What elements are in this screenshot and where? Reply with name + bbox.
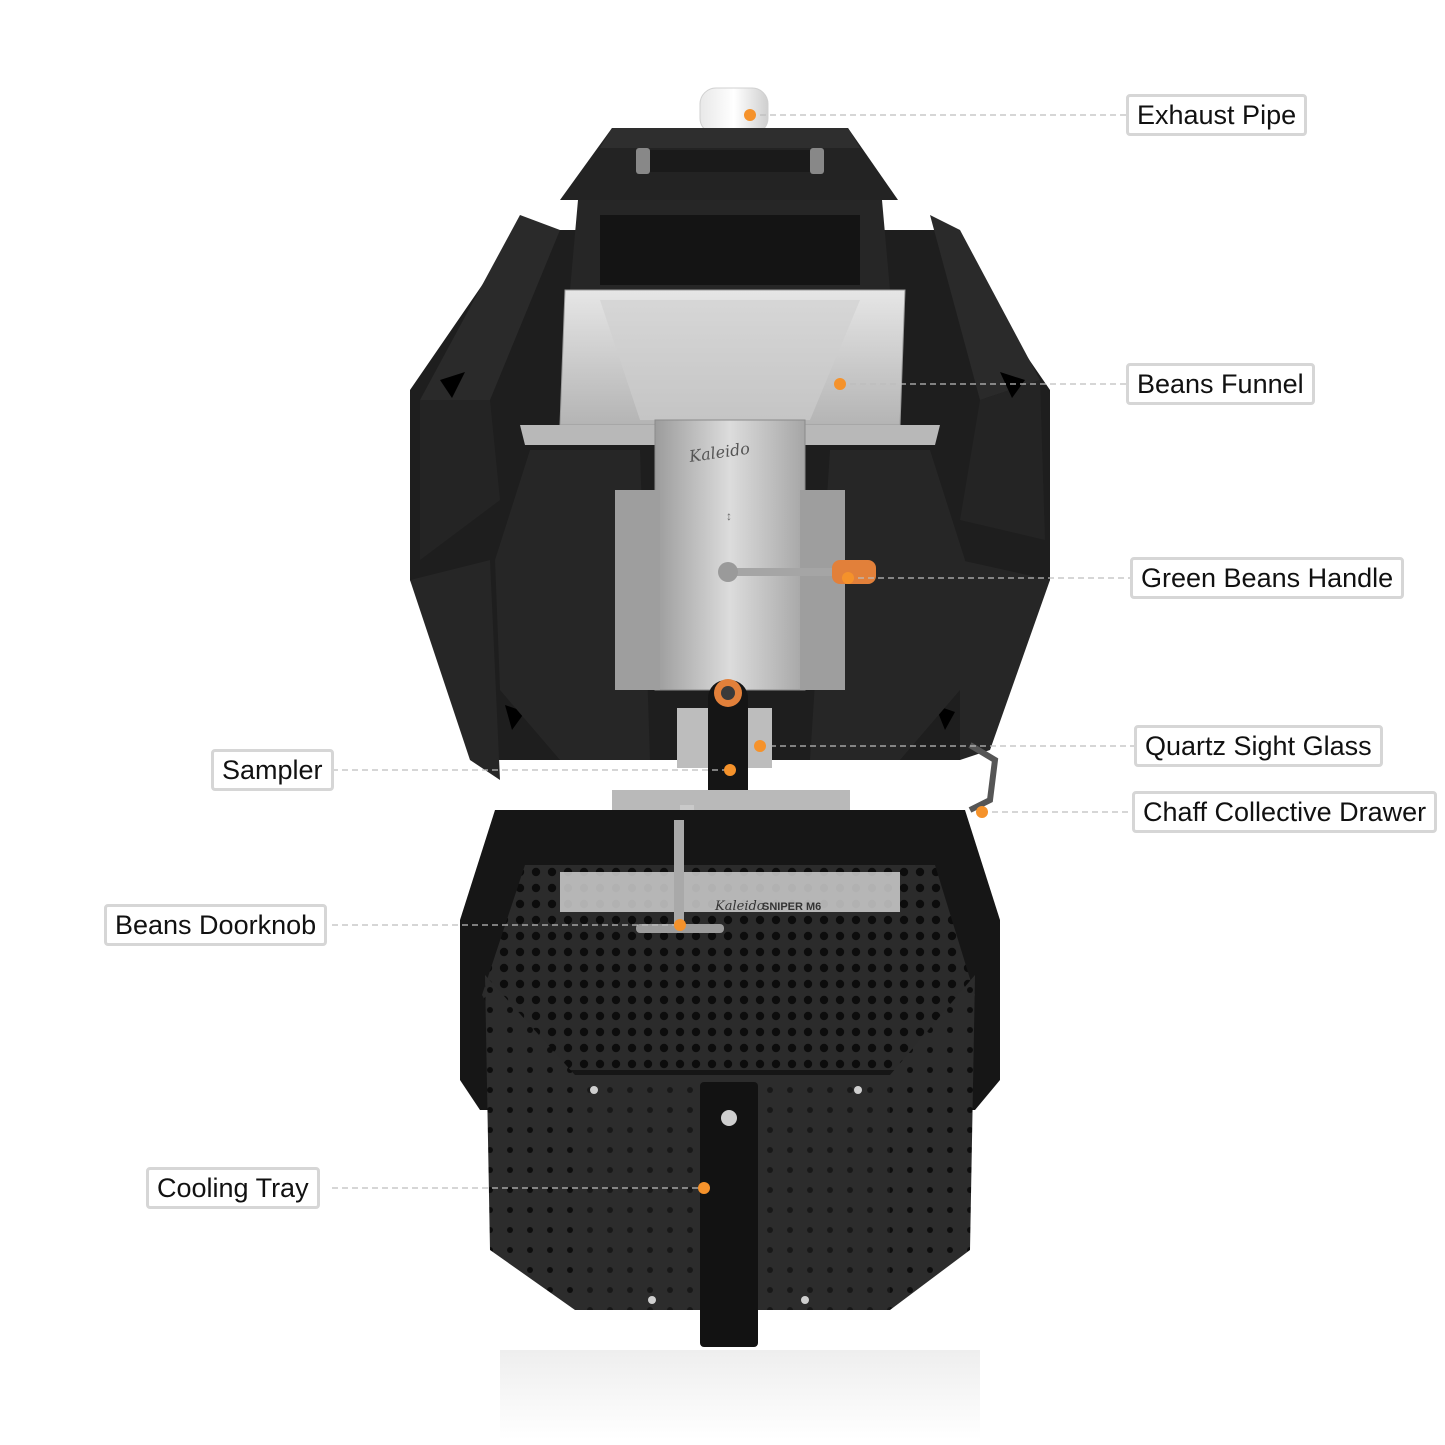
callout-dots (674, 109, 988, 1194)
label-beans-doorknob: Beans Doorknob (104, 904, 328, 946)
label-exhaust-pipe: Exhaust Pipe (1126, 94, 1308, 136)
dot-beans-funnel (834, 378, 846, 390)
right-wing (930, 215, 1040, 400)
right-lower-panel (810, 450, 965, 760)
exhaust-pipe (699, 87, 769, 135)
label-chaff-drawer: Chaff Collective Drawer (1132, 791, 1438, 833)
dot-sampler (724, 764, 736, 776)
dot-exhaust-pipe (744, 109, 756, 121)
green-beans-handle-rod (730, 568, 840, 576)
model-mark-tray: SNIPER M6 (762, 901, 821, 913)
dot-cooling-tray (698, 1182, 710, 1194)
green-beans-handle-grip (832, 560, 876, 584)
label-quartz-sight-glass: Quartz Sight Glass (1134, 725, 1383, 767)
dot-green-beans-handle (842, 572, 854, 584)
leader-lines (332, 114, 1134, 1189)
dot-chaff-drawer (976, 806, 988, 818)
label-beans-funnel: Beans Funnel (1126, 363, 1315, 405)
beans-doorknob-stem (674, 820, 684, 930)
roaster-illustration: Kaleido ↕ Kaleido SNIPER M6 (410, 87, 1050, 1440)
center-steel-block (654, 419, 806, 691)
label-green-beans-handle: Green Beans Handle (1130, 557, 1405, 599)
sampler-rod (708, 680, 748, 820)
label-cooling-tray: Cooling Tray (146, 1167, 320, 1209)
cooling-tray-top (482, 865, 975, 1070)
dot-quartz-sight-glass (754, 740, 766, 752)
label-sampler: Sampler (211, 749, 334, 791)
dot-beans-doorknob (674, 919, 686, 931)
floor-reflection (500, 1350, 980, 1440)
chaff-drawer-handle (968, 742, 999, 813)
brand-mark-tray: Kaleido (714, 899, 765, 914)
left-wing (420, 215, 560, 400)
svg-text:↕: ↕ (726, 509, 732, 523)
cooling-tray-handle (700, 1082, 758, 1347)
left-lower-panel (495, 450, 650, 760)
